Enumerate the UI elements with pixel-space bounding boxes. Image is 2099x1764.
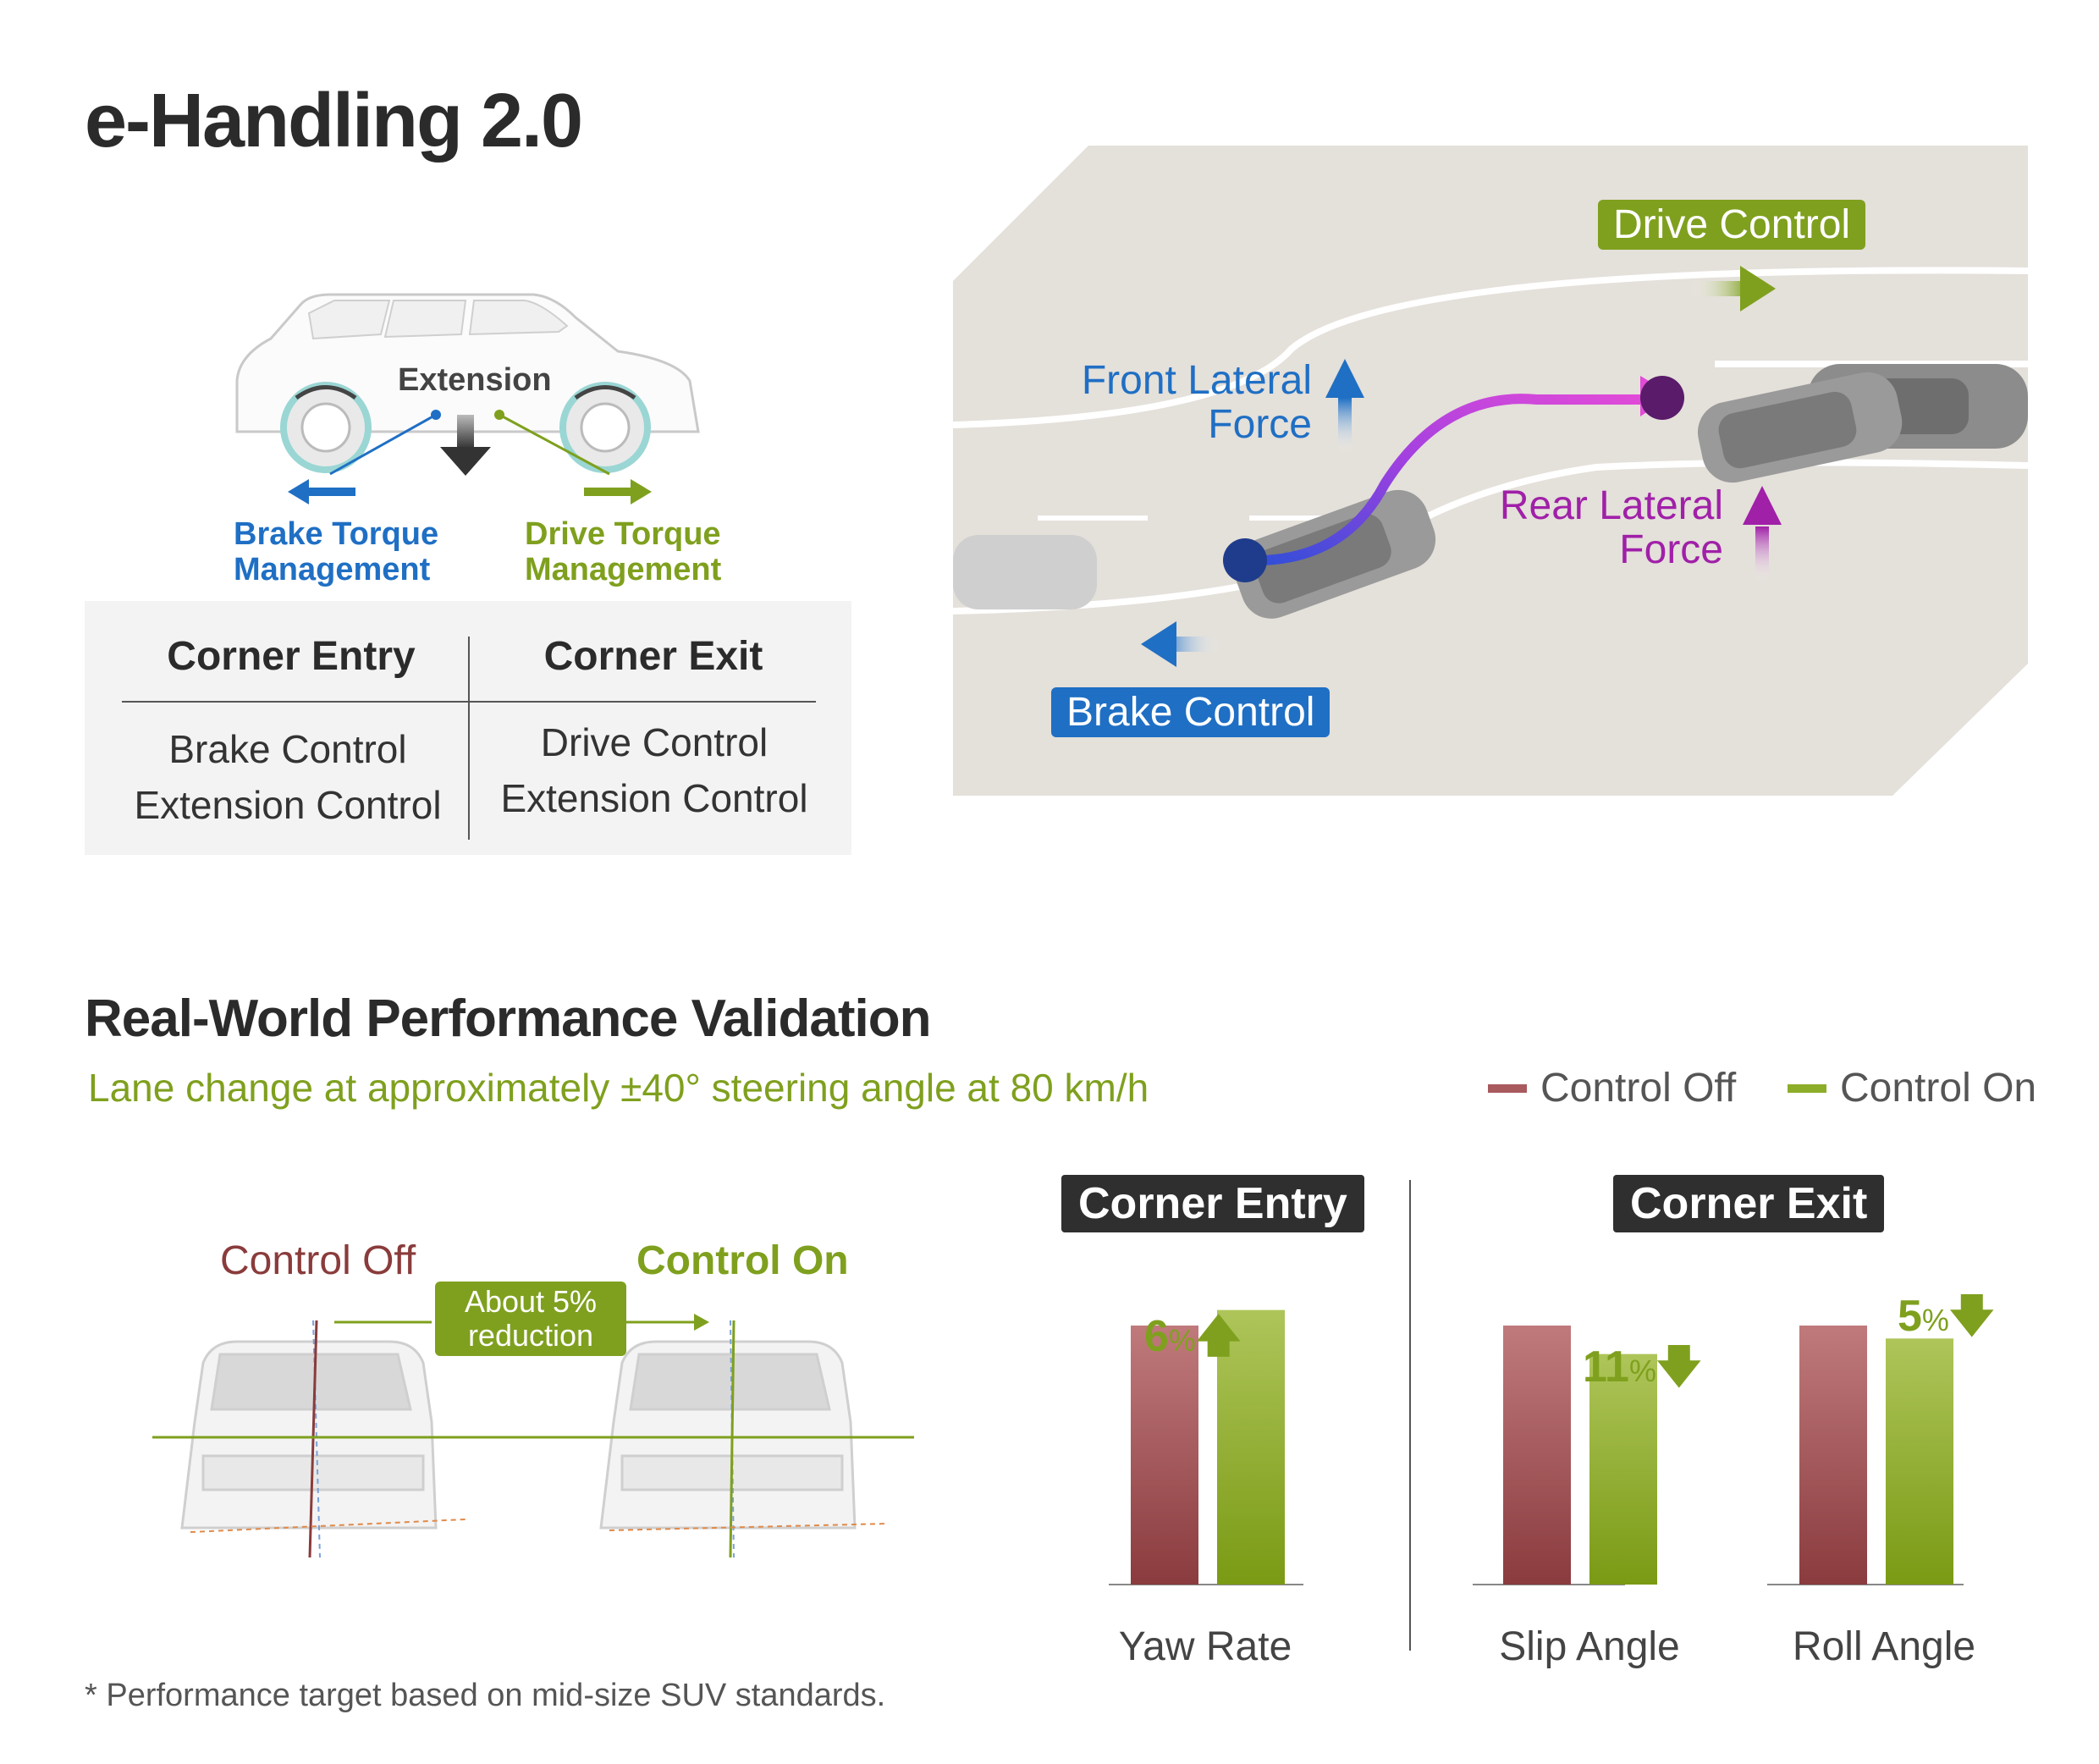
chart-group-title-exit: Corner Exit bbox=[1613, 1175, 1885, 1232]
category-label-slip-angle: Slip Angle bbox=[1499, 1624, 1680, 1669]
table-exit-row: Drive Control bbox=[540, 720, 769, 764]
drive-torque-line-1: Drive Torque bbox=[525, 516, 721, 552]
performance-bar-chart bbox=[1109, 1180, 1964, 1651]
drive-control-badge: Drive Control bbox=[1598, 200, 1866, 250]
arrow-down-icon: 🡇 bbox=[1656, 1342, 1702, 1392]
table-header-exit: Corner Exit bbox=[543, 634, 763, 679]
legend-label-off: Control Off bbox=[1540, 1066, 1737, 1111]
road-diagram bbox=[953, 146, 2028, 796]
brake-control-badge: Brake Control bbox=[1051, 687, 1330, 737]
page-title: e-Handling 2.0 bbox=[85, 79, 583, 163]
reduction-badge: About 5% reduction bbox=[435, 1282, 626, 1356]
table-entry-row: Extension Control bbox=[134, 783, 442, 827]
annotation-slip-angle: 11%🡇 bbox=[1583, 1334, 1701, 1409]
rear-lateral-force-label: Rear Lateral Force bbox=[1422, 484, 1723, 572]
front-lateral-force-label: Front Lateral Force bbox=[1016, 359, 1312, 447]
rear-lateral-line-1: Rear Lateral bbox=[1499, 483, 1723, 528]
suv-control-off-label: Control Off bbox=[220, 1238, 416, 1283]
annotation-value: 5 bbox=[1898, 1292, 1922, 1341]
front-lateral-line-2: Force bbox=[1208, 402, 1312, 447]
table-entry-cell: Brake Control Extension Control bbox=[106, 721, 470, 833]
legend-control-on: Control On bbox=[1788, 1065, 2036, 1111]
suv-control-on bbox=[599, 1340, 857, 1530]
car-side-diagram bbox=[235, 293, 700, 504]
category-label-yaw-rate: Yaw Rate bbox=[1118, 1624, 1292, 1669]
table-entry-row: Brake Control bbox=[168, 727, 407, 771]
reduction-line-1: About 5% bbox=[464, 1284, 598, 1319]
table-exit-row: Extension Control bbox=[500, 776, 808, 820]
legend-swatch-on bbox=[1788, 1083, 1826, 1093]
extension-label: Extension bbox=[398, 362, 552, 398]
section-title: Real-World Performance Validation bbox=[85, 989, 931, 1048]
table-divider-v bbox=[468, 637, 470, 840]
control-table: Corner Entry Corner Exit Brake Control E… bbox=[85, 601, 851, 855]
annotation-value: 11 bbox=[1583, 1342, 1629, 1392]
brake-torque-line-1: Brake Torque bbox=[234, 516, 439, 552]
table-header-entry: Corner Entry bbox=[167, 634, 416, 679]
annotation-value: 6 bbox=[1144, 1312, 1169, 1361]
brake-torque-line-2: Management bbox=[234, 552, 431, 587]
annotation-yaw-rate: 6%🡅 bbox=[1144, 1304, 1241, 1379]
reduction-line-2: reduction bbox=[467, 1318, 594, 1353]
bar-roll-angle-control-on bbox=[1886, 1338, 1953, 1585]
bar-slip-angle-control-on bbox=[1589, 1353, 1657, 1585]
annotation-unit: % bbox=[1921, 1303, 1949, 1337]
legend-control-off: Control Off bbox=[1488, 1065, 1736, 1111]
bar-yaw-rate-control-off bbox=[1131, 1326, 1198, 1585]
bar-roll-angle-control-off bbox=[1799, 1326, 1867, 1585]
arrow-up-icon: 🡅 bbox=[1195, 1312, 1242, 1361]
bar-slip-angle-control-off bbox=[1503, 1326, 1571, 1585]
drive-torque-line-2: Management bbox=[525, 552, 722, 587]
suv-control-off bbox=[180, 1340, 438, 1530]
legend-label-on: Control On bbox=[1840, 1066, 2037, 1111]
chart-group-title-entry: Corner Entry bbox=[1061, 1175, 1364, 1232]
bar-yaw-rate-control-on bbox=[1217, 1309, 1285, 1585]
drive-torque-label: Drive Torque Management bbox=[525, 516, 721, 587]
arrow-down-icon: 🡇 bbox=[1948, 1292, 1995, 1341]
annotation-unit: % bbox=[1168, 1323, 1196, 1358]
annotation-unit: % bbox=[1628, 1353, 1656, 1388]
rear-lateral-line-2: Force bbox=[1619, 527, 1723, 572]
legend-swatch-off bbox=[1488, 1083, 1527, 1093]
footnote: * Performance target based on mid-size S… bbox=[85, 1678, 886, 1713]
category-label-roll-angle: Roll Angle bbox=[1792, 1624, 1976, 1669]
section-subtitle: Lane change at approximately ±40° steeri… bbox=[88, 1066, 1149, 1110]
front-lateral-line-1: Front Lateral bbox=[1081, 358, 1312, 403]
table-exit-cell: Drive Control Extension Control bbox=[472, 714, 836, 826]
annotation-roll-angle: 5%🡇 bbox=[1898, 1283, 1994, 1359]
suv-rear-comparison bbox=[152, 1314, 914, 1558]
suv-control-on-label: Control On bbox=[636, 1238, 849, 1283]
brake-torque-label: Brake Torque Management bbox=[234, 516, 438, 587]
